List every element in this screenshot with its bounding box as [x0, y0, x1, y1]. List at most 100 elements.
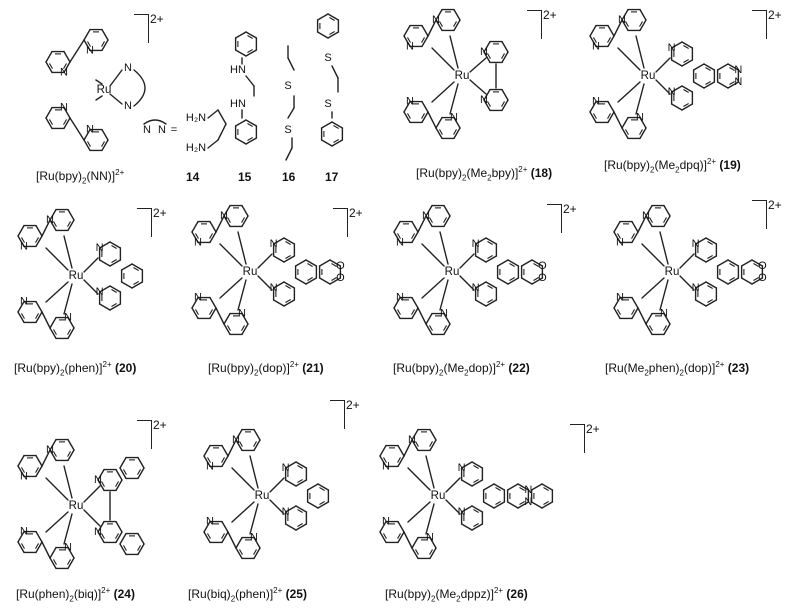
bond: [284, 479, 297, 487]
bond: [285, 255, 291, 259]
atom-label: S: [284, 80, 291, 92]
bond: [431, 81, 455, 103]
bond: [247, 49, 253, 53]
bond: [473, 465, 479, 469]
bond: [53, 221, 57, 227]
bond: [237, 279, 247, 311]
bond: [705, 81, 711, 85]
bond: [460, 505, 473, 513]
legend-equals: =: [171, 124, 177, 136]
charge-bracket-nn: [134, 14, 149, 43]
bond: [483, 51, 491, 64]
atom-label: O: [758, 260, 767, 272]
bond: [617, 309, 621, 315]
chelate-arc: [133, 69, 146, 107]
bond: [17, 530, 25, 543]
charge-bracket-25: [330, 400, 345, 429]
bond: [663, 323, 671, 336]
bond: [41, 219, 51, 237]
atom-label: N: [734, 76, 742, 88]
bond: [607, 100, 615, 113]
bond: [295, 461, 308, 469]
bond: [487, 299, 493, 303]
bond: [403, 35, 411, 48]
bond: [257, 253, 273, 269]
bond: [245, 49, 258, 57]
bond: [53, 451, 57, 457]
atom-label: N: [270, 282, 278, 294]
bond: [607, 111, 615, 124]
atom-label: N: [472, 238, 480, 250]
ruthenium-label: Ru: [69, 500, 84, 512]
bond: [740, 259, 753, 267]
bond: [69, 117, 85, 141]
bond: [453, 129, 457, 135]
bond: [487, 53, 491, 59]
atom-label: N: [60, 66, 68, 78]
bond: [101, 139, 109, 152]
atom-label: N: [206, 460, 214, 472]
legend-nn-right: N: [158, 124, 166, 136]
atom-label: N: [472, 282, 480, 294]
bond: [429, 428, 437, 441]
bond: [427, 111, 437, 129]
bond: [607, 24, 615, 37]
bond: [520, 259, 533, 267]
bond: [397, 444, 405, 457]
bond: [705, 299, 718, 307]
bond: [425, 215, 433, 228]
bond: [137, 545, 141, 551]
bond: [253, 549, 257, 555]
bond: [327, 31, 340, 39]
bond: [393, 296, 401, 309]
bond: [421, 243, 445, 267]
bond: [397, 309, 401, 315]
bond: [45, 106, 53, 119]
bond: [203, 444, 211, 457]
bond: [331, 277, 337, 281]
charge-label-23: 2+: [768, 198, 782, 212]
bond: [45, 477, 69, 501]
bond: [245, 31, 258, 39]
bond: [397, 457, 401, 463]
atom-label: N: [458, 506, 466, 518]
bond: [235, 547, 243, 560]
bond: [17, 300, 25, 313]
bond: [123, 545, 127, 551]
bond: [520, 277, 533, 285]
bond: [249, 503, 259, 535]
bond: [207, 457, 211, 463]
bond: [272, 237, 285, 245]
ruthenium-label: Ru: [243, 266, 258, 278]
bond: [707, 255, 713, 259]
bond: [241, 217, 245, 223]
bond: [35, 541, 43, 554]
bond: [223, 215, 231, 228]
bond: [306, 483, 319, 491]
bond: [531, 259, 544, 267]
bond: [681, 59, 694, 67]
atom-label: N: [524, 496, 532, 508]
bond: [234, 119, 247, 127]
bond: [49, 219, 57, 232]
bond: [35, 313, 39, 319]
charge-label-19: 2+: [768, 8, 782, 22]
bond: [637, 307, 647, 325]
bond: [663, 312, 671, 325]
bond: [727, 259, 740, 267]
bond: [501, 53, 505, 59]
bond: [425, 455, 435, 489]
bond: [683, 59, 689, 63]
bond: [517, 483, 530, 491]
bond: [703, 81, 716, 89]
bond: [97, 520, 105, 533]
ruthenium-label: Ru: [665, 266, 680, 278]
bond: [681, 41, 694, 49]
legend-nn-left: N: [143, 124, 151, 136]
bond: [631, 307, 639, 320]
bond: [331, 121, 344, 129]
bond: [247, 35, 253, 39]
bond: [45, 247, 69, 271]
bond: [751, 277, 764, 285]
